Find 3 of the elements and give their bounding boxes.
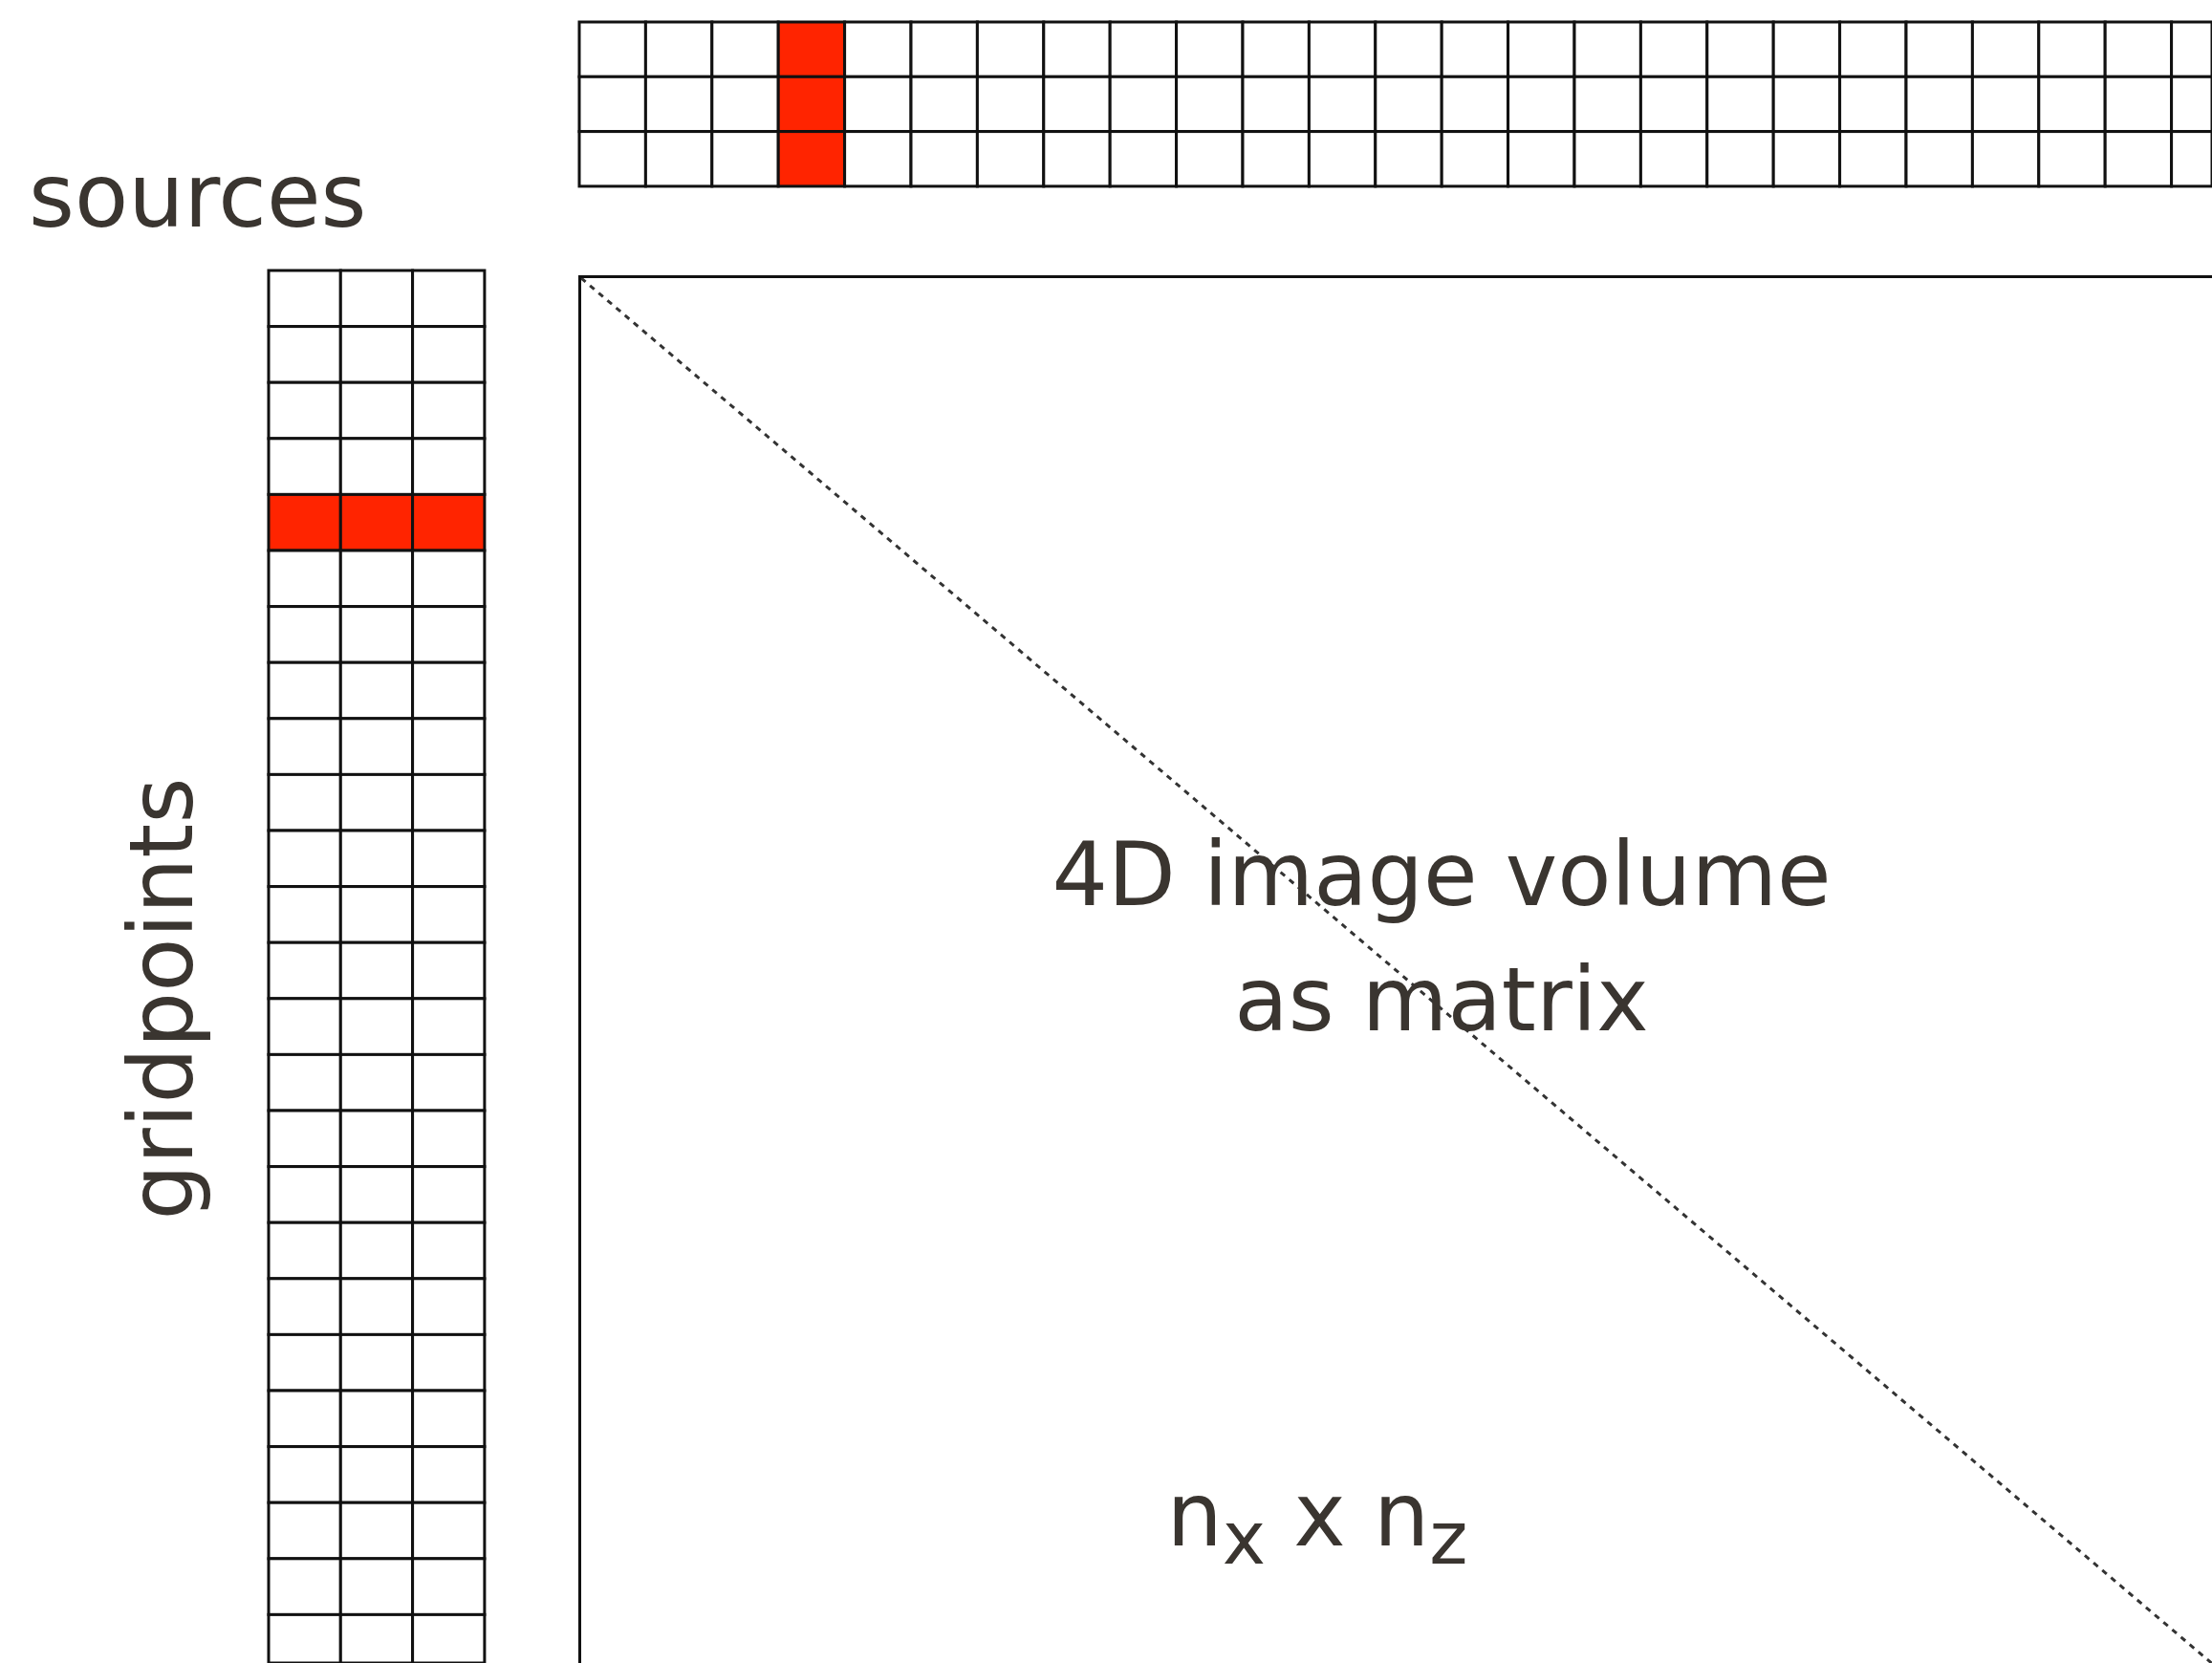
axis-label: sources [29,153,367,241]
matrix-dimension: n$_{x}$ x n$_{z}$ [1165,1463,1469,1584]
matrix-title: 4D image volume as matrix [1051,823,1832,1053]
